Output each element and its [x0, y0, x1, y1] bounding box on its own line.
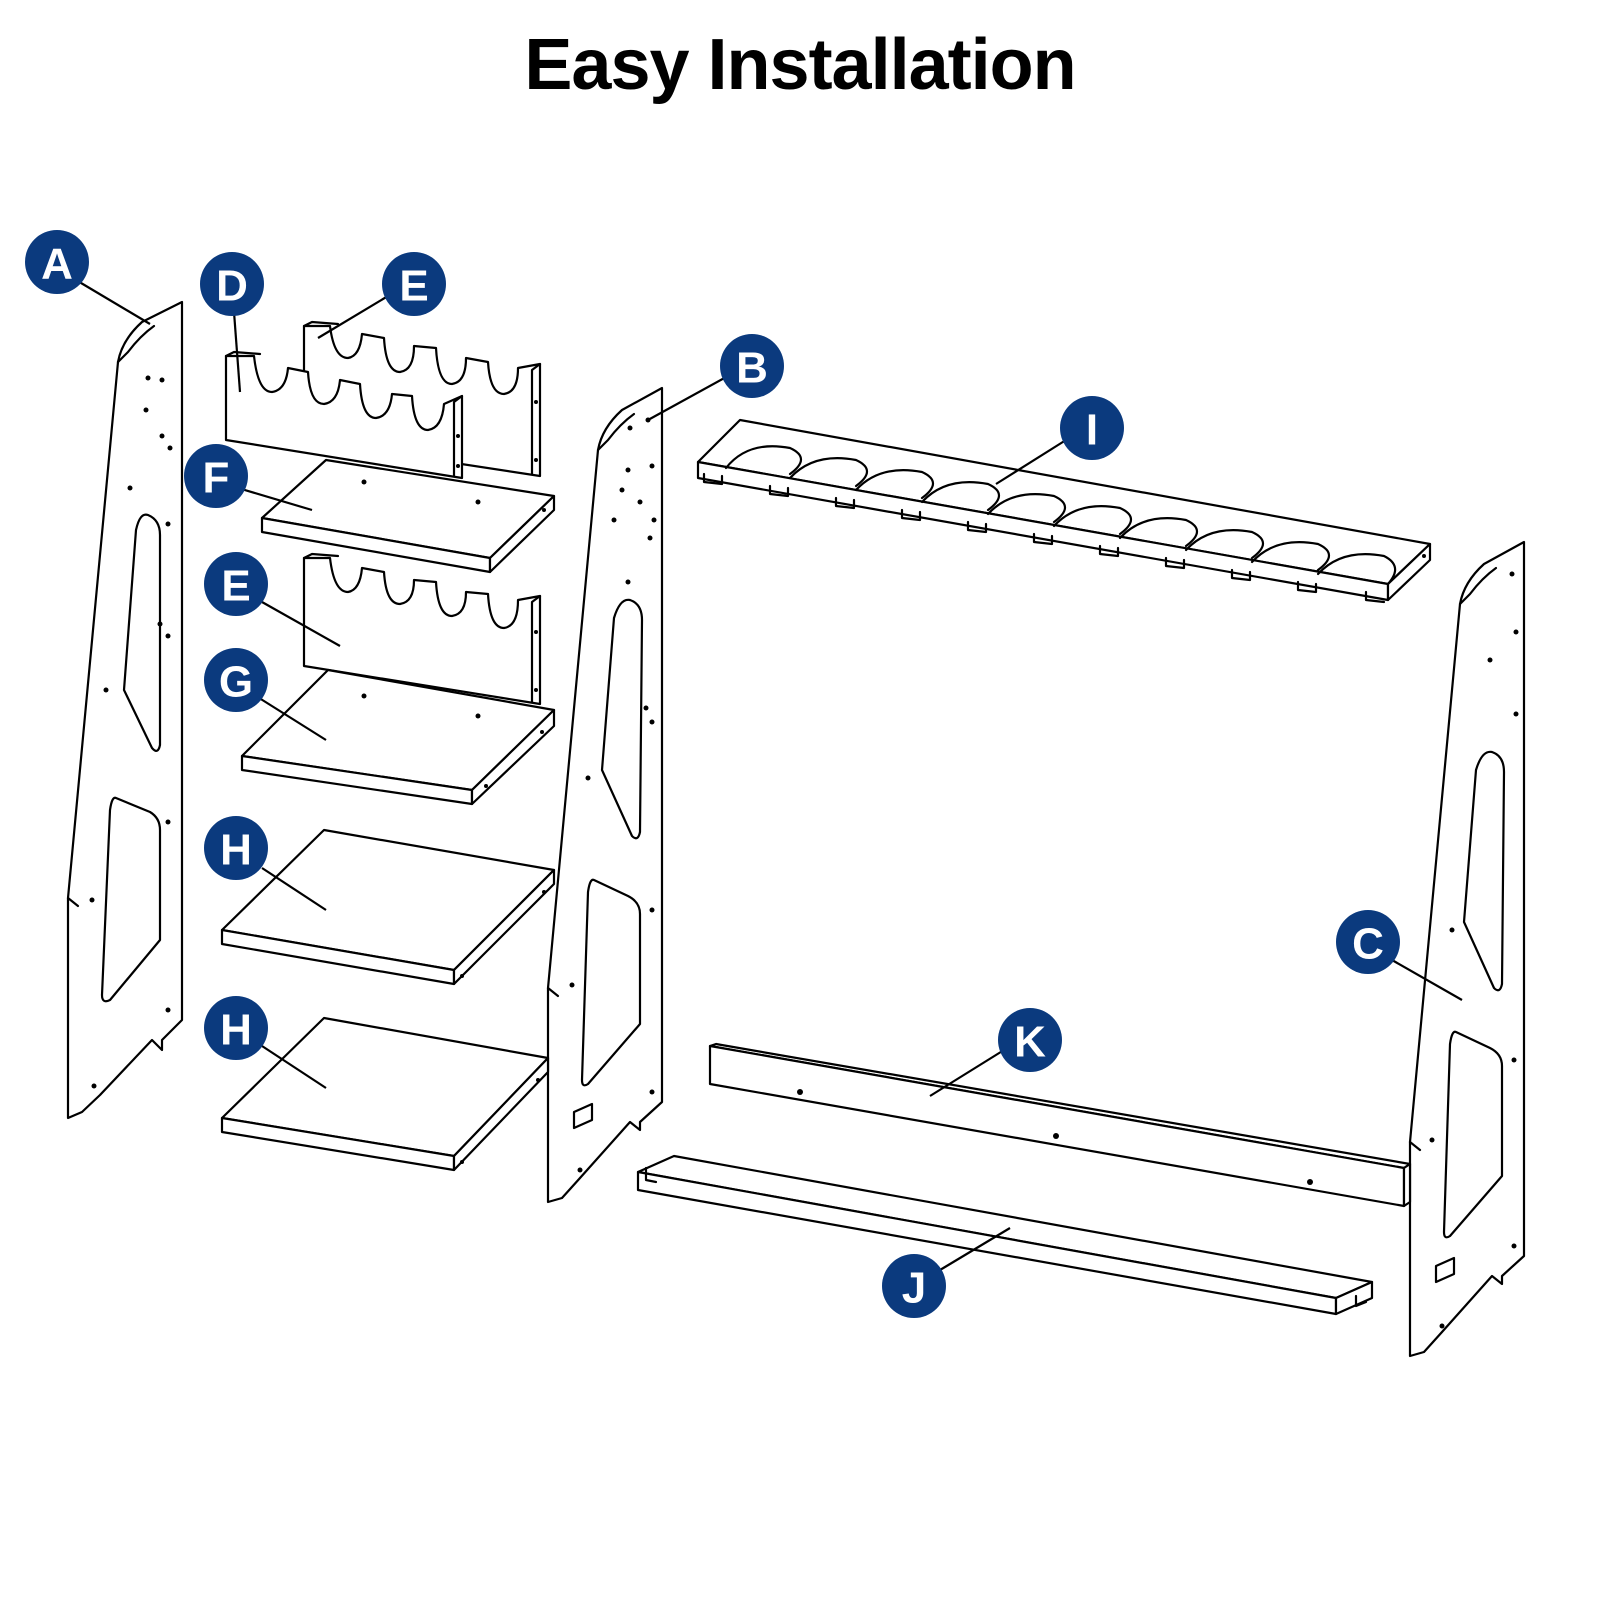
badge-d-label: D: [216, 262, 248, 311]
rod-holder-e-middle: [302, 552, 542, 706]
badge-d: D: [200, 252, 264, 316]
badge-b-circle: [720, 334, 784, 398]
badge-h-upper-label: H: [220, 826, 252, 875]
badge-i-label: I: [1086, 406, 1098, 455]
badge-h-upper-circle: [204, 816, 268, 880]
badge-f-circle: [184, 444, 248, 508]
page-title: Easy Installation: [524, 25, 1076, 105]
badge-f-label: F: [203, 454, 230, 503]
badge-h-lower-label: H: [220, 1006, 252, 1055]
badge-g: G: [204, 648, 268, 712]
badge-g-label: G: [219, 658, 253, 707]
badge-a: A: [25, 230, 89, 294]
badge-j-circle: [882, 1254, 946, 1318]
badge-g-circle: [204, 648, 268, 712]
badge-c: C: [1336, 910, 1400, 974]
badge-h-lower: H: [204, 996, 268, 1060]
badge-a-circle: [25, 230, 89, 294]
badge-k-label: K: [1014, 1018, 1046, 1067]
badge-j-label: J: [902, 1264, 926, 1313]
shelf-f: [260, 458, 556, 574]
side-panel-c: [1408, 540, 1526, 1358]
badge-i-circle: [1060, 396, 1124, 460]
badge-e-middle-circle: [204, 552, 268, 616]
shelf-h-upper: [220, 828, 556, 986]
leader-lines: [75, 279, 1463, 1271]
badge-c-label: C: [1352, 920, 1384, 969]
badge-a-label: A: [41, 240, 73, 289]
badge-b-label: B: [736, 344, 768, 393]
badge-i: I: [1060, 396, 1124, 460]
badge-h-upper: H: [204, 816, 268, 880]
badge-d-circle: [200, 252, 264, 316]
badge-c-circle: [1336, 910, 1400, 974]
side-panel-a: [66, 300, 184, 1120]
badge-h-lower-circle: [204, 996, 268, 1060]
top-rod-holder-i: [696, 418, 1432, 604]
badge-e-top: E: [382, 252, 446, 316]
badge-b: B: [720, 334, 784, 398]
badge-e-middle: E: [204, 552, 268, 616]
badge-k: K: [998, 1008, 1062, 1072]
rod-holder-d: [224, 350, 464, 480]
badge-k-circle: [998, 1008, 1062, 1072]
badge-f: F: [184, 444, 248, 508]
shelf-g: [240, 668, 556, 806]
badge-e-top-label: E: [399, 262, 428, 311]
badge-e-middle-label: E: [221, 562, 250, 611]
shelf-h-lower: [220, 1016, 550, 1172]
side-panel-b: [546, 386, 664, 1204]
rail-k: [708, 1042, 1412, 1208]
badge-e-top-circle: [382, 252, 446, 316]
badge-j: J: [882, 1254, 946, 1318]
